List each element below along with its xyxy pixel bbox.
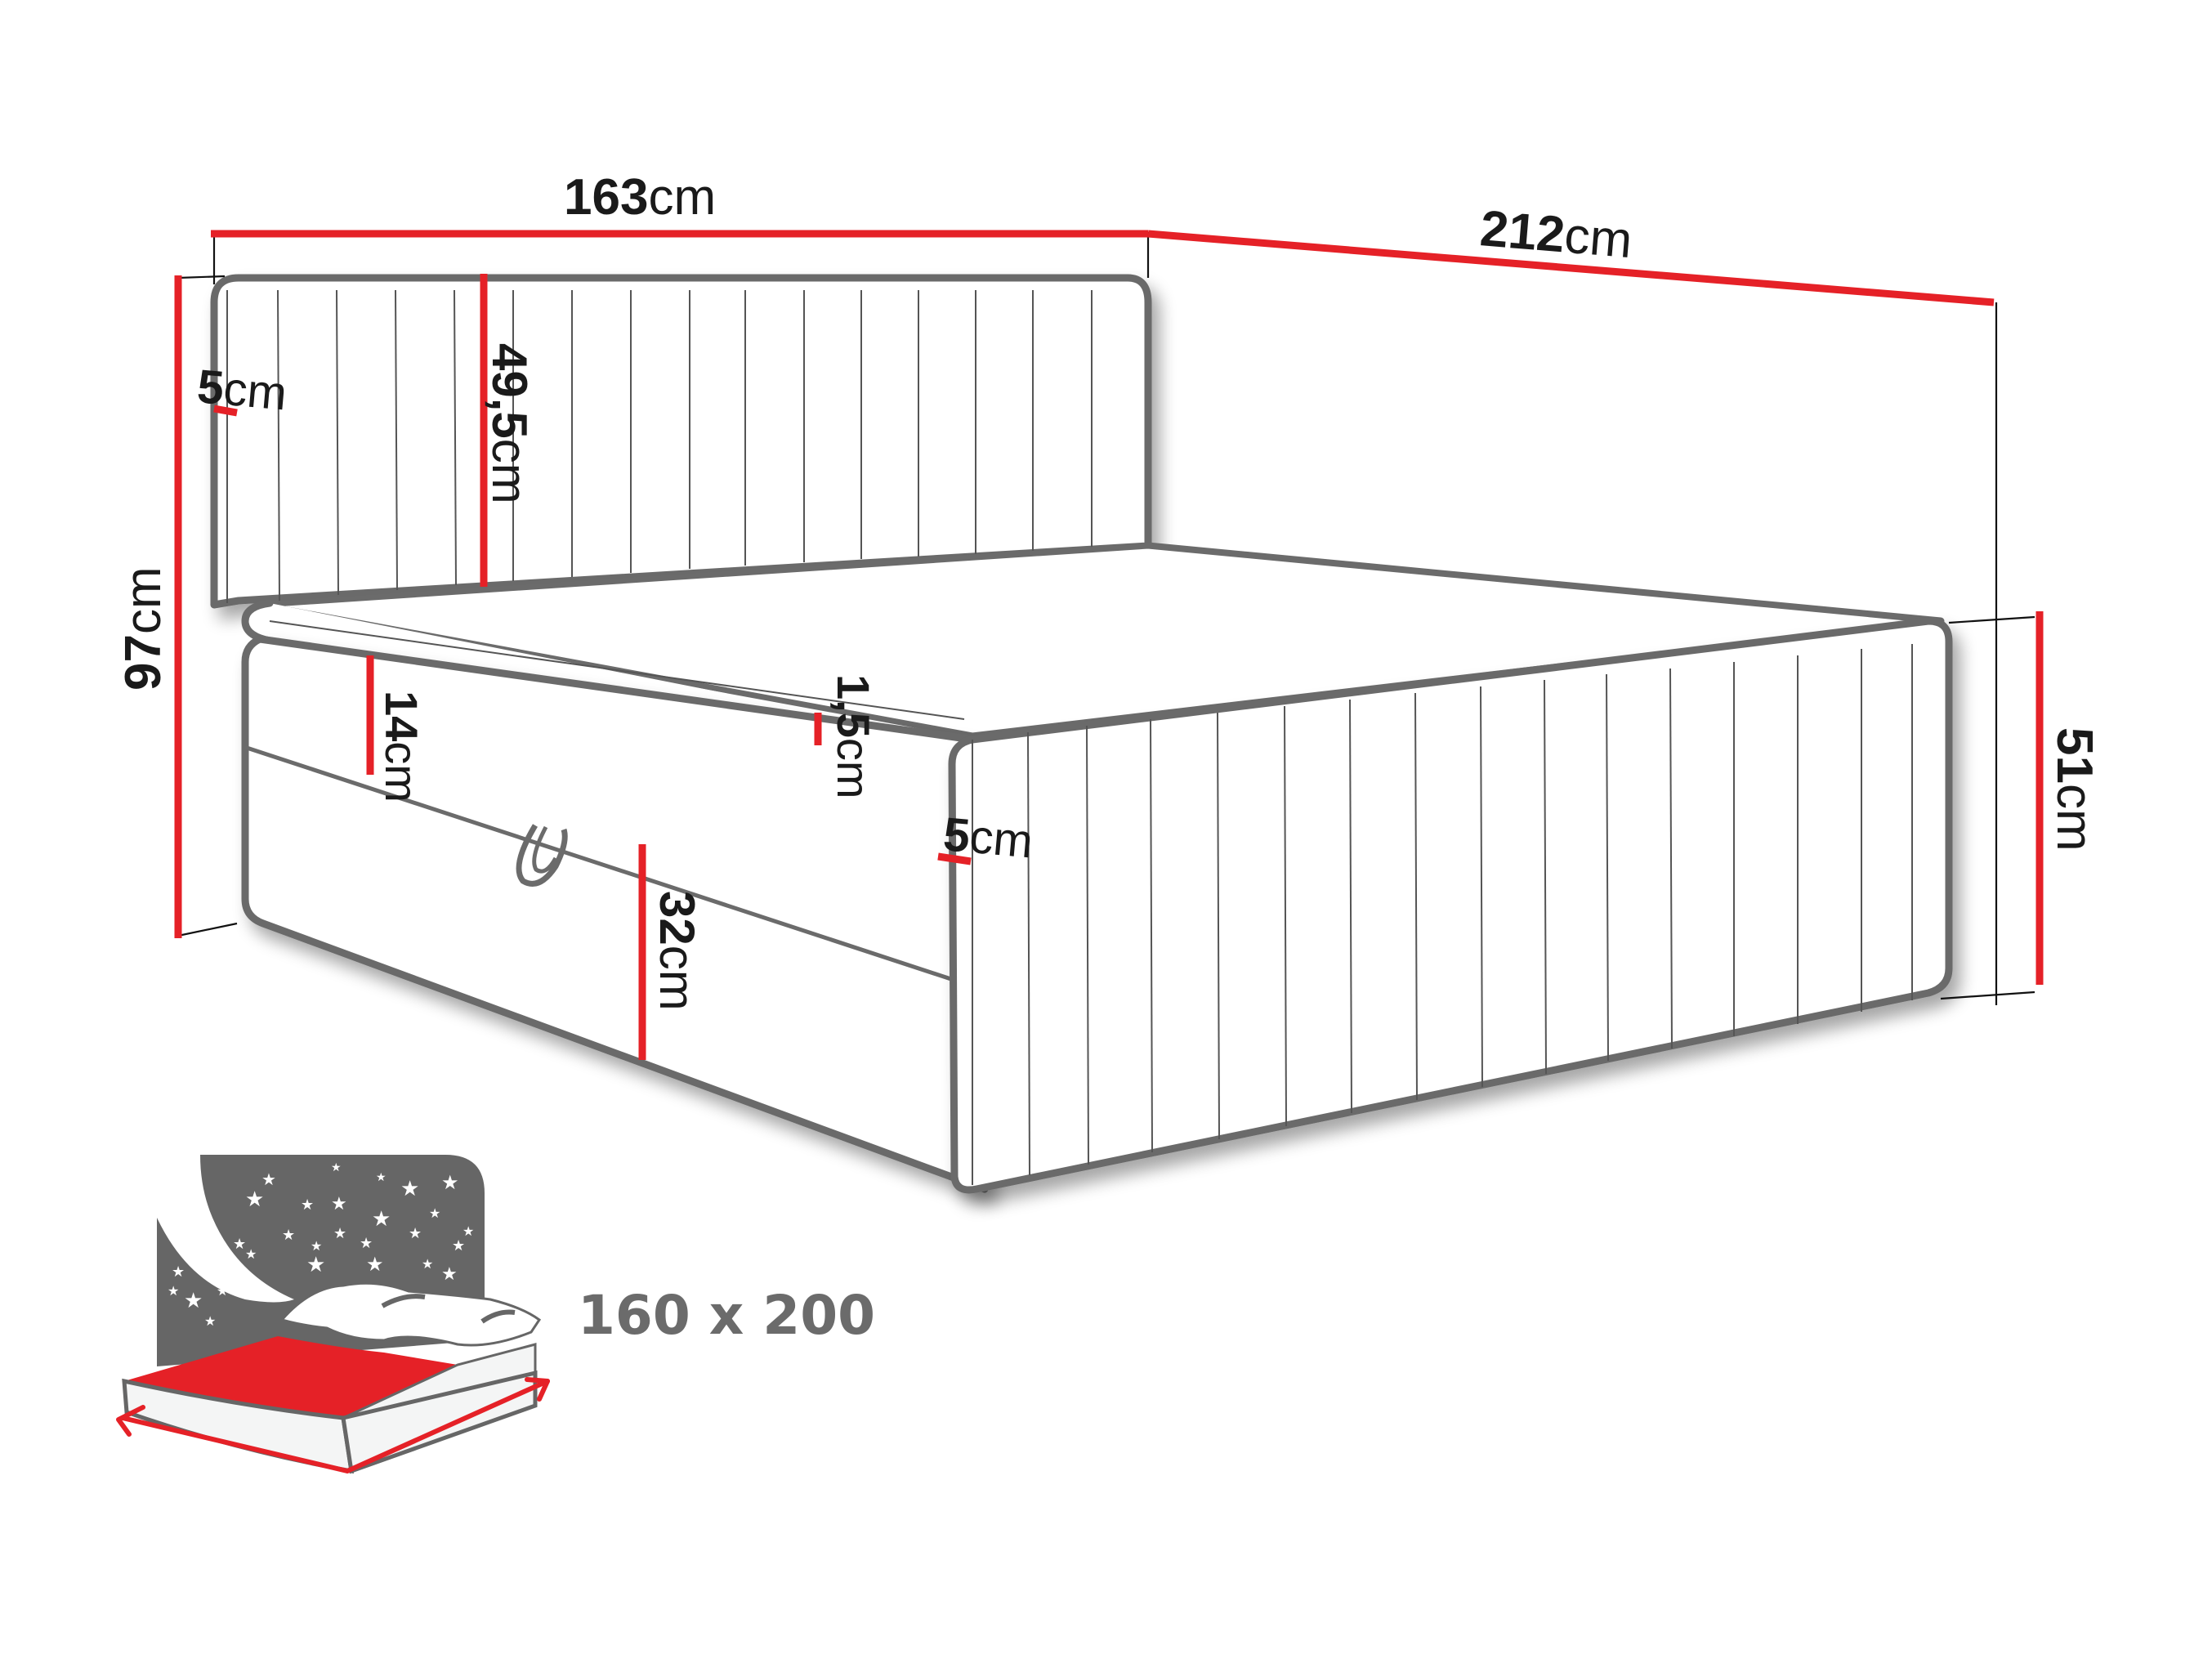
svg-text:★: ★ (422, 1256, 433, 1272)
headboard (210, 274, 1945, 625)
base-left-side (241, 635, 989, 1193)
pillow-crease-1 (381, 1294, 426, 1308)
label-topper-gap: 1,5cm (828, 674, 879, 799)
svg-text:★: ★ (376, 1171, 387, 1184)
dim-line-side-thickness (937, 852, 972, 865)
mattress-size-icon: ★ ★ ★ ★ ★ ★ ★ ★ ★ ★ ★ ★ ★ ★ ★ ★ ★ ★ ★ ★ … (116, 1155, 875, 1474)
svg-text:★: ★ (217, 1283, 228, 1299)
label-total-width: 163cm (564, 169, 716, 226)
svg-text:★: ★ (172, 1263, 185, 1281)
label-side-height: 51cm (2046, 727, 2103, 852)
svg-text:★: ★ (306, 1253, 325, 1277)
svg-text:★: ★ (333, 1225, 346, 1242)
topper-seam (269, 620, 965, 720)
svg-text:★: ★ (331, 1161, 342, 1174)
footboard-grooves (972, 644, 1913, 1185)
footboard-panel (948, 617, 1953, 1194)
drawer-seam (244, 745, 959, 983)
dim-line-length (1147, 230, 1995, 306)
svg-text:★: ★ (409, 1225, 422, 1242)
label-total-height: 97cm (115, 566, 172, 691)
extension-lines (177, 232, 2035, 1005)
svg-text:★: ★ (441, 1171, 459, 1194)
svg-text:★: ★ (400, 1177, 419, 1201)
svg-text:★: ★ (441, 1264, 458, 1285)
pillow-crease-2 (480, 1309, 516, 1324)
label-base-height: 32cm (650, 891, 704, 1011)
svg-text:★: ★ (233, 1236, 246, 1253)
svg-text:★: ★ (463, 1223, 474, 1239)
svg-text:★: ★ (282, 1227, 295, 1244)
dimension-labels: 163cm 212cm 97cm 5cm 49,5cm 14cm 1,5cm 5… (115, 169, 2103, 1011)
dimension-lines (174, 230, 2044, 1060)
svg-text:★: ★ (331, 1194, 347, 1214)
svg-text:★: ★ (301, 1196, 314, 1214)
svg-text:★: ★ (360, 1235, 373, 1252)
size-arrows-icon (116, 1377, 550, 1473)
label-total-length: 212cm (1478, 200, 1634, 269)
svg-text:★: ★ (429, 1205, 440, 1221)
svg-text:★: ★ (372, 1207, 391, 1232)
label-headboard-height: 49,5cm (482, 343, 537, 504)
drawer-handle-icon (516, 824, 568, 887)
svg-text:★: ★ (168, 1283, 179, 1299)
pillows-icon (279, 1281, 542, 1347)
svg-text:★: ★ (366, 1253, 384, 1276)
mattress-side-right (341, 1370, 538, 1474)
svg-text:★: ★ (184, 1289, 203, 1313)
svg-text:★: ★ (311, 1238, 322, 1254)
label-headboard-thickness: 5cm (195, 360, 289, 420)
svg-text:★: ★ (261, 1169, 276, 1189)
dim-line-headboard-thickness (213, 405, 238, 417)
label-topper-height: 14cm (376, 691, 427, 803)
label-side-thickness: 5cm (941, 807, 1035, 868)
svg-text:★: ★ (245, 1187, 264, 1212)
mattress-size-label: 160 x 200 (578, 1284, 875, 1347)
headboard-grooves (226, 289, 1093, 603)
stars-icon: ★ ★ ★ ★ ★ ★ ★ ★ ★ ★ ★ ★ ★ ★ ★ ★ ★ ★ ★ ★ … (168, 1161, 474, 1329)
svg-text:★: ★ (204, 1313, 216, 1329)
bed-base (241, 543, 1953, 1194)
svg-text:★: ★ (452, 1237, 465, 1254)
svg-text:★: ★ (245, 1246, 257, 1262)
headboard-panel (210, 274, 1152, 609)
